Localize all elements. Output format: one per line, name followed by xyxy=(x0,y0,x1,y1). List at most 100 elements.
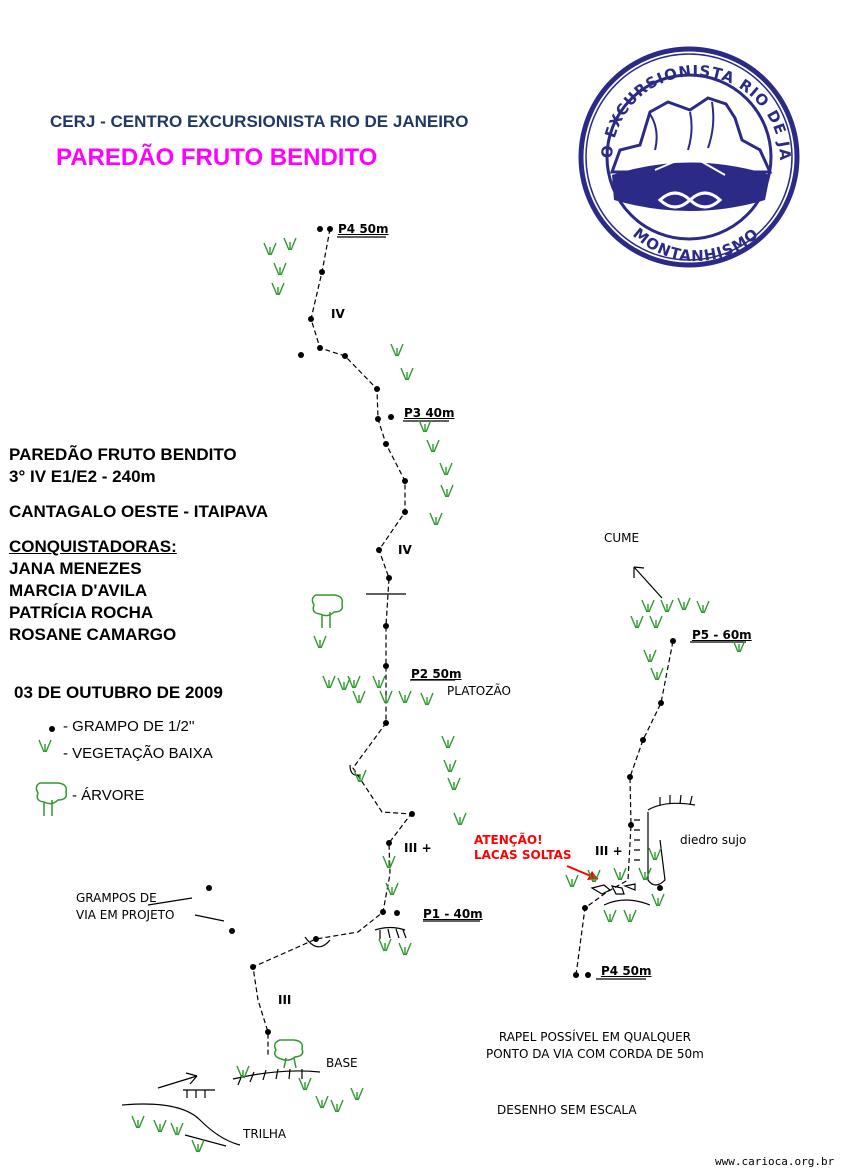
grade-iv: IV xyxy=(398,543,412,557)
vegetation-icon xyxy=(732,639,746,653)
vegetation-icon xyxy=(603,909,617,923)
vegetation-icon xyxy=(385,882,399,896)
bolt-marker xyxy=(327,226,333,232)
info-location: CANTAGALO OESTE - ITAIPAVA xyxy=(9,502,269,521)
bolt-marker xyxy=(374,386,380,392)
club-logo: CENTRO EXCURSIONISTA RIO DE JANEIRO MONT… xyxy=(0,0,800,268)
bolt-marker xyxy=(317,345,323,351)
legend-bolt-label: - GRAMPO DE 1/2'' xyxy=(63,718,195,735)
vegetation-icon xyxy=(643,649,657,663)
bolt-marker xyxy=(628,822,634,828)
label-p1: P1 - 40m xyxy=(423,907,483,921)
bolt-marker xyxy=(298,352,304,358)
bolt-marker xyxy=(313,936,319,942)
bolt-marker xyxy=(402,478,408,484)
vegetation-icon xyxy=(648,847,662,861)
bolt-marker xyxy=(375,416,381,422)
info-conquerors-heading: CONQUISTADORAS: xyxy=(9,537,177,556)
vegetation-icon xyxy=(696,600,710,614)
label-platozao: PLATOZÃO xyxy=(447,684,511,698)
vegetation-icon xyxy=(429,512,443,526)
vegetation-icon xyxy=(677,597,691,611)
bolt-marker xyxy=(627,774,633,780)
vegetation-icon xyxy=(170,1122,184,1136)
vegetation-icon xyxy=(623,909,637,923)
vegetation-icon xyxy=(378,938,392,952)
bolt-marker xyxy=(380,909,386,915)
info-conqueror: JANA MENEZES xyxy=(9,559,142,578)
bolt-marker xyxy=(394,910,400,916)
vegetation-icon xyxy=(439,462,453,476)
vegetation-icon xyxy=(587,869,601,883)
bolt-marker xyxy=(386,575,392,581)
bolt-marker xyxy=(342,353,348,359)
label-diedro: diedro sujo xyxy=(680,833,747,847)
bolt-marker xyxy=(49,726,55,732)
vegetation-icon xyxy=(420,692,434,706)
warning-line2: LACAS SOLTAS xyxy=(474,848,572,862)
rapel-note: RAPEL POSSÍVEL EM QUALQUER PONTO DA VIA … xyxy=(486,1029,704,1063)
label-p2: P2 50m xyxy=(411,667,462,681)
label-trilha: TRILHA xyxy=(243,1127,287,1141)
bolt-marker xyxy=(317,226,323,232)
vegetation-icon xyxy=(352,690,366,704)
vegetation-icon xyxy=(353,769,367,783)
label-base: BASE xyxy=(326,1056,358,1070)
info-conqueror: PATRÍCIA ROCHA xyxy=(9,603,154,622)
vegetation-icon xyxy=(651,893,665,907)
tree-icon xyxy=(273,1039,304,1069)
vegetation-icon xyxy=(313,635,327,649)
bolt-marker xyxy=(573,972,579,978)
tree-icon xyxy=(311,594,344,628)
label-p4-top: P4 50m xyxy=(338,222,389,236)
club-name: CERJ - CENTRO EXCURSIONISTA RIO DE JANEI… xyxy=(50,112,469,131)
vegetation-icon xyxy=(649,615,663,629)
vegetation-icon xyxy=(350,1087,364,1101)
bolt-marker xyxy=(658,700,664,706)
bolt-marker xyxy=(585,972,591,978)
rapel-line2: PONTO DA VIA COM CORDA DE 50m xyxy=(486,1047,704,1061)
info-date: 03 DE OUTUBRO DE 2009 xyxy=(14,683,223,702)
bolt-marker xyxy=(383,663,389,669)
bolt-marker xyxy=(640,737,646,743)
info-grade: 3° IV E1/E2 - 240m xyxy=(9,467,156,486)
vegetation-icon xyxy=(440,484,454,498)
bolt-marker xyxy=(402,509,408,515)
vegetation-icon xyxy=(453,812,467,826)
route-title: PAREDÃO FRUTO BENDITO xyxy=(56,144,378,171)
legend-tree-label: - ÁRVORE xyxy=(72,787,145,804)
info-conqueror: MARCIA D'AVILA xyxy=(9,581,148,600)
bolt-marker xyxy=(383,441,389,447)
label-p3: P3 40m xyxy=(404,406,455,420)
vegetation-icon xyxy=(315,1095,329,1109)
legend-vegetation-label: - VEGETAÇÃO BAIXA xyxy=(63,745,213,762)
vegetation-icon xyxy=(426,439,440,453)
bolt-marker xyxy=(376,547,382,553)
bolt-marker xyxy=(383,623,389,629)
vegetation-icon xyxy=(418,419,432,433)
info-conqueror: ROSANE CAMARGO xyxy=(9,625,177,644)
vegetation-icon xyxy=(400,367,414,381)
bolt-marker xyxy=(229,928,235,934)
bolt-marker xyxy=(308,316,314,322)
grade-iii-plus: III + xyxy=(595,844,623,858)
vegetation-icon xyxy=(153,1119,167,1133)
vegetation-icon xyxy=(372,675,386,689)
route-info: PAREDÃO FRUTO BENDITO 3° IV E1/E2 - 240m… xyxy=(9,444,268,646)
label-grampos-line2: VIA EM PROJETO xyxy=(76,908,175,922)
vegetation-icon xyxy=(630,615,644,629)
bolt-marker xyxy=(582,905,588,911)
vegetation-icon xyxy=(337,677,351,691)
bolt-marker xyxy=(206,885,212,891)
vegetation-icon xyxy=(347,675,361,689)
vegetation-icon xyxy=(379,690,393,704)
vegetation-icon xyxy=(271,282,285,296)
vegetation-icon xyxy=(131,1115,145,1129)
bolt-marker xyxy=(388,414,394,420)
site-url: www.carioca.org.br xyxy=(715,1155,835,1168)
label-cume: CUME xyxy=(604,531,640,545)
vegetation-icon xyxy=(298,1077,312,1091)
vegetation-icon xyxy=(398,690,412,704)
vegetation-icon xyxy=(447,777,461,791)
